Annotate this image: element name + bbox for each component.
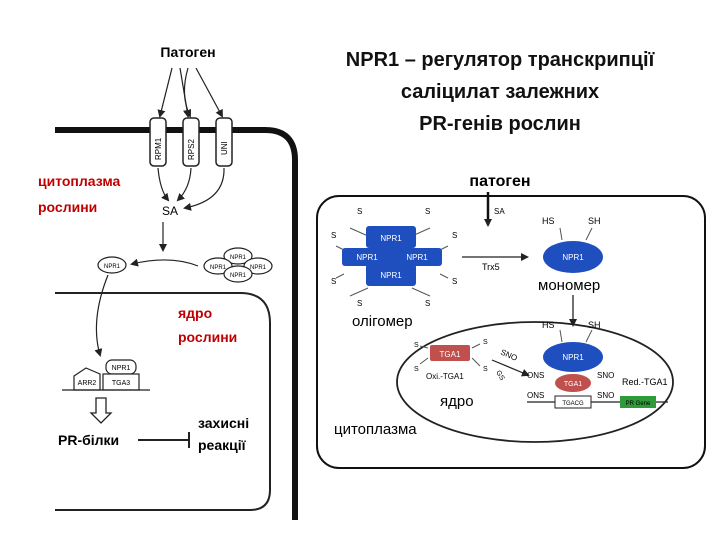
pathogen-label-left: Патоген bbox=[160, 44, 215, 60]
svg-text:SH: SH bbox=[588, 320, 601, 330]
dna-strand: TGACG PR Gene bbox=[527, 395, 668, 409]
npr1-oligomer-left: NPR1 NPR1 NPR1 NPR1 bbox=[203, 247, 273, 283]
arrow bbox=[130, 258, 199, 267]
svg-text:SNO: SNO bbox=[597, 391, 614, 400]
svg-text:RPS2: RPS2 bbox=[187, 139, 196, 160]
svg-text:S: S bbox=[331, 277, 336, 286]
cytoplasm-label-left-1: цитоплазма bbox=[38, 173, 121, 189]
svg-text:TGA1: TGA1 bbox=[440, 350, 461, 359]
svg-text:S: S bbox=[414, 366, 419, 373]
svg-text:HS: HS bbox=[542, 216, 555, 226]
title-line-1: NPR1 – регулятор транскрипції bbox=[345, 49, 655, 71]
ox-tga1-label: Oxi.-TGA1 bbox=[426, 372, 464, 381]
svg-text:NPR1: NPR1 bbox=[356, 253, 378, 262]
arrow bbox=[195, 67, 223, 118]
defense-label-1: захисні bbox=[198, 415, 249, 431]
oligomer-label: олігомер bbox=[352, 313, 413, 330]
trx5-label: Trx5 bbox=[482, 262, 500, 272]
arrow bbox=[94, 274, 109, 357]
red-tga1-label: Red.-TGA1 bbox=[622, 377, 668, 387]
npr1-oligomer-right: S S S S S S S S NPR1 NPR1 NPR1 NPR1 bbox=[331, 207, 457, 308]
arrow bbox=[176, 167, 192, 202]
nucleus-membrane-right bbox=[396, 321, 674, 443]
arrow bbox=[183, 167, 225, 211]
cytoplasm-label-left-2: рослини bbox=[38, 199, 97, 215]
down-arrow-icon bbox=[89, 397, 113, 424]
npr1-tga3-arr2-complex: NPR1 TGA3 ARR2 bbox=[62, 359, 150, 391]
cytoplasm-label-right: цитоплазма bbox=[334, 421, 417, 438]
right-panel: патоген SA S S S S S S S S NPR1 NPR1 NPR… bbox=[316, 173, 706, 469]
page-title: NPR1 – регулятор транскрипції саліцилат … bbox=[300, 44, 700, 140]
svg-text:S: S bbox=[452, 231, 457, 240]
svg-text:NPR1: NPR1 bbox=[562, 353, 584, 362]
svg-text:TGACG: TGACG bbox=[562, 401, 584, 407]
svg-text:NPR1: NPR1 bbox=[210, 265, 227, 271]
svg-text:NPR1: NPR1 bbox=[250, 265, 267, 271]
nucleus-membrane-left bbox=[55, 292, 271, 511]
svg-text:TGA1: TGA1 bbox=[564, 381, 582, 388]
nucleus-label-left-2: рослини bbox=[178, 329, 237, 345]
red-tga1: TGA1 ONS SNO ONS SNO bbox=[527, 371, 614, 400]
sa-label-left: SA bbox=[162, 204, 178, 218]
cell-membrane bbox=[55, 127, 298, 520]
svg-text:ONS: ONS bbox=[527, 391, 544, 400]
arrow bbox=[157, 167, 170, 202]
svg-text:NPR1: NPR1 bbox=[562, 253, 584, 262]
svg-text:S: S bbox=[357, 207, 362, 216]
svg-text:S: S bbox=[425, 299, 430, 308]
nucleus-label-left-1: ядро bbox=[178, 305, 212, 321]
arrow bbox=[157, 67, 173, 118]
svg-text:NPR1: NPR1 bbox=[406, 253, 428, 262]
svg-text:S: S bbox=[425, 207, 430, 216]
title-line-3: PR-генів рослин bbox=[419, 113, 581, 135]
monomer-label: мономер bbox=[538, 277, 600, 294]
svg-text:NPR1: NPR1 bbox=[380, 234, 402, 243]
svg-text:S: S bbox=[483, 339, 488, 346]
svg-text:HS: HS bbox=[542, 320, 555, 330]
svg-text:TGA3: TGA3 bbox=[112, 380, 130, 387]
npr1-nuclear: HS SH NPR1 bbox=[542, 320, 603, 372]
title-line-2: саліцилат залежних bbox=[400, 81, 600, 103]
svg-text:NPR1: NPR1 bbox=[112, 365, 131, 372]
svg-text:ONS: ONS bbox=[527, 371, 544, 380]
svg-text:S: S bbox=[483, 366, 488, 373]
svg-text:S: S bbox=[357, 299, 362, 308]
svg-text:S: S bbox=[331, 231, 336, 240]
svg-text:NPR1: NPR1 bbox=[104, 264, 121, 270]
npr1-monomer-right: HS SH NPR1 bbox=[542, 216, 603, 273]
npr1-monomer-left: NPR1 bbox=[97, 256, 127, 274]
svg-text:RPM1: RPM1 bbox=[154, 137, 163, 160]
receptor-rpm1: RPM1 bbox=[149, 117, 167, 167]
receptor-rps2: RPS2 bbox=[182, 117, 200, 167]
svg-text:PR Gene: PR Gene bbox=[626, 401, 651, 407]
receptor-uni: UNI bbox=[215, 117, 233, 167]
svg-text:SH: SH bbox=[588, 216, 601, 226]
left-panel: Патоген RPM1 RPS2 UNI цитоплазма рослини… bbox=[38, 44, 298, 520]
arrow bbox=[491, 359, 530, 377]
pr-proteins-label: PR-білки bbox=[58, 432, 119, 448]
svg-text:SNO: SNO bbox=[597, 371, 614, 380]
gs-label: GS bbox=[494, 370, 505, 383]
svg-text:NPR1: NPR1 bbox=[380, 271, 402, 280]
arrow bbox=[183, 67, 192, 118]
svg-text:NPR1: NPR1 bbox=[230, 255, 247, 261]
svg-text:UNI: UNI bbox=[220, 141, 229, 155]
sa-label-right: SA bbox=[494, 207, 505, 216]
defense-label-2: реакції bbox=[198, 437, 247, 453]
svg-text:NPR1: NPR1 bbox=[230, 273, 247, 279]
svg-text:S: S bbox=[452, 277, 457, 286]
pathogen-label-right: патоген bbox=[469, 173, 530, 190]
nucleus-label-right: ядро bbox=[440, 393, 474, 410]
svg-text:S: S bbox=[414, 342, 419, 349]
svg-text:ARR2: ARR2 bbox=[78, 380, 97, 387]
ox-tga1: TGA1 S S S S bbox=[414, 339, 488, 373]
